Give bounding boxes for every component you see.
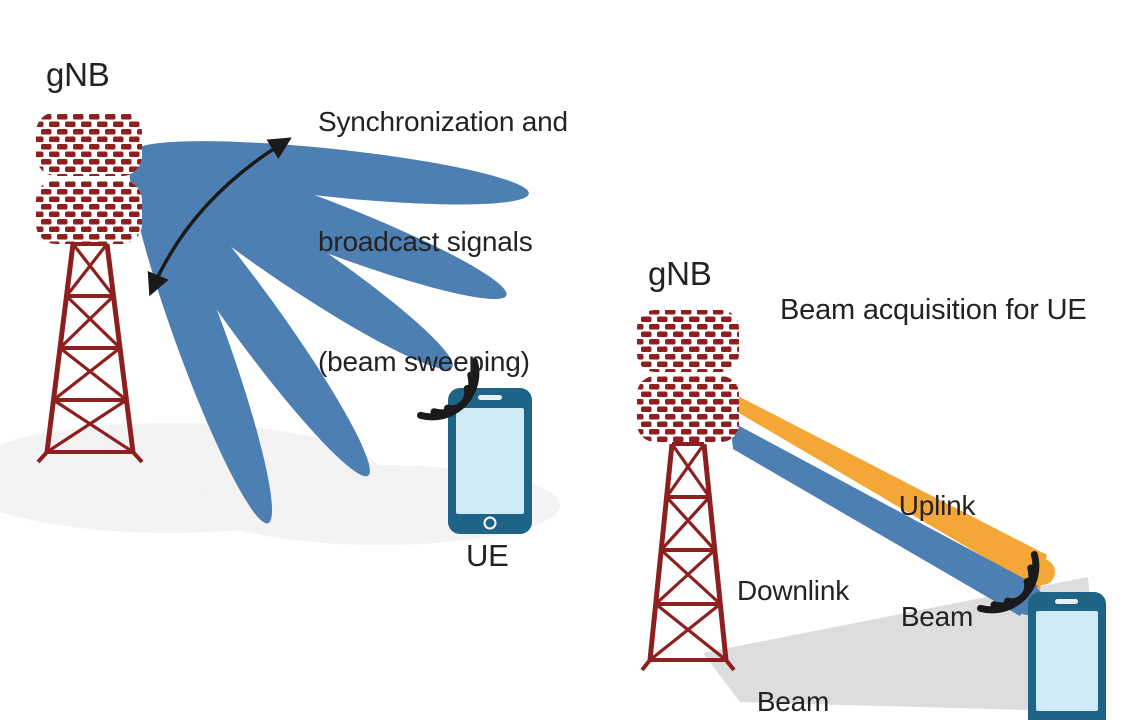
uplink-label-line2: Beam: [900, 601, 974, 632]
uplink-label-line1: Uplink: [898, 490, 976, 521]
sweep-caption-line1: Synchronization and: [318, 106, 568, 137]
right-caption: Beam acquisition for UE: [780, 294, 1087, 326]
left-signal-waves-icon: [417, 358, 480, 421]
right-ue-phone-icon: [1028, 592, 1106, 720]
sweep-caption-line2: broadcast signals: [318, 226, 533, 257]
downlink-label-line1: Downlink: [737, 575, 849, 606]
sweep-arrow-icon: [147, 137, 292, 297]
left-gnb-antenna-icon: [36, 112, 142, 244]
right-scene: [637, 310, 1106, 720]
left-gnb-tower-icon: [36, 242, 144, 464]
left-gnb-label: gNB: [46, 56, 110, 93]
downlink-beam-label: Downlink Beam: [732, 498, 854, 720]
left-scene: [0, 112, 560, 545]
right-gnb-tower-icon: [640, 442, 736, 672]
right-gnb-label: gNB: [648, 255, 712, 292]
left-ue-phone-icon: [448, 388, 532, 534]
downlink-label-line2: Beam: [756, 686, 830, 717]
right-signal-waves-icon: [977, 551, 1040, 614]
left-ue-label: UE: [466, 538, 509, 573]
right-gnb-antenna-icon: [637, 310, 739, 442]
uplink-beam-label: Uplink Beam: [887, 413, 987, 709]
sweep-caption: Synchronization and broadcast signals (b…: [318, 22, 568, 462]
sweep-caption-line3: (beam sweeping): [318, 346, 530, 377]
